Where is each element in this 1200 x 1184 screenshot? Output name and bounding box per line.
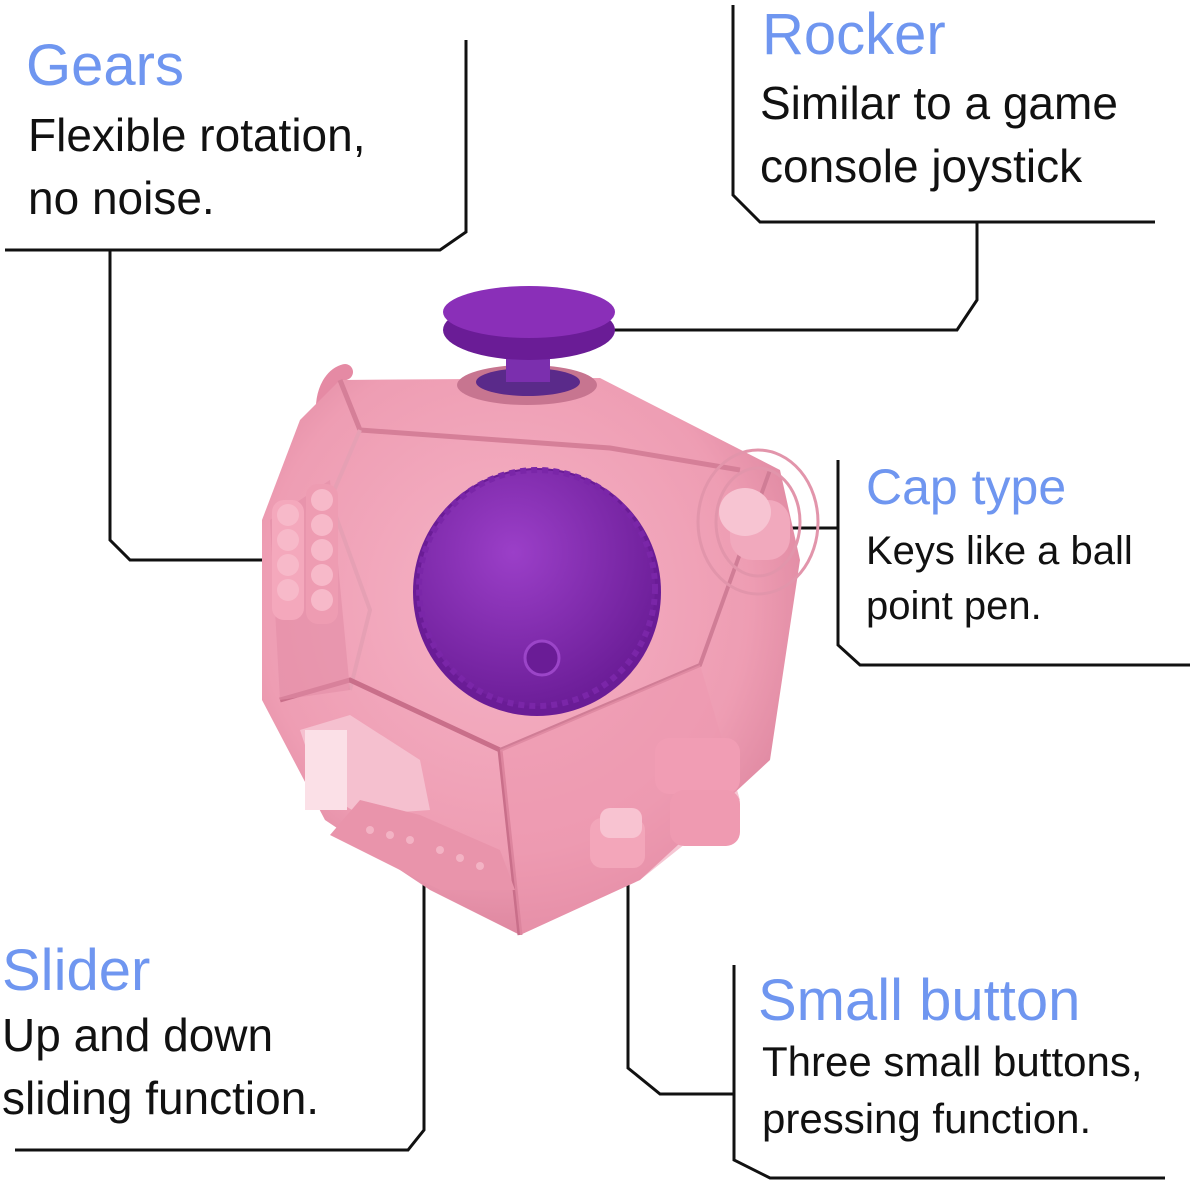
gears-line: no noise. bbox=[28, 172, 215, 225]
small-button-line: pressing function. bbox=[762, 1094, 1092, 1142]
rocker-description: Similar to a game console joystick bbox=[760, 72, 1118, 199]
gears-description: Flexible rotation, no noise. bbox=[28, 104, 366, 231]
rocker-title: Rocker bbox=[762, 2, 946, 67]
cap-type-line: point pen. bbox=[866, 584, 1042, 629]
cap-type-line: Keys like a ball bbox=[866, 529, 1133, 573]
cap-type-title: Cap type bbox=[866, 459, 1067, 515]
slider-title: Slider bbox=[2, 938, 151, 1003]
cap-button-icon bbox=[696, 448, 820, 596]
slider-line: sliding function. bbox=[2, 1072, 320, 1125]
slider-icon bbox=[300, 715, 515, 890]
gears-line: Flexible rotation, bbox=[28, 109, 366, 161]
gears-title: Gears bbox=[26, 33, 184, 98]
rotary-dial-icon bbox=[413, 467, 661, 716]
slider-line: Up and down bbox=[2, 1009, 274, 1061]
small-button-title: Small button bbox=[758, 968, 1081, 1033]
gear-wheels-icon bbox=[272, 484, 338, 624]
small-button-description: Three small buttons, pressing function. bbox=[762, 1034, 1143, 1147]
joystick-rocker-icon bbox=[443, 286, 615, 405]
slider-description: Up and down sliding function. bbox=[2, 1004, 319, 1131]
rocker-line: Similar to a game bbox=[760, 77, 1118, 129]
small-button-line: Three small buttons, bbox=[762, 1038, 1143, 1085]
rocker-line: console joystick bbox=[760, 140, 1083, 193]
cap-type-description: Keys like a ball point pen. bbox=[866, 524, 1133, 634]
click-button-icon bbox=[590, 738, 740, 868]
